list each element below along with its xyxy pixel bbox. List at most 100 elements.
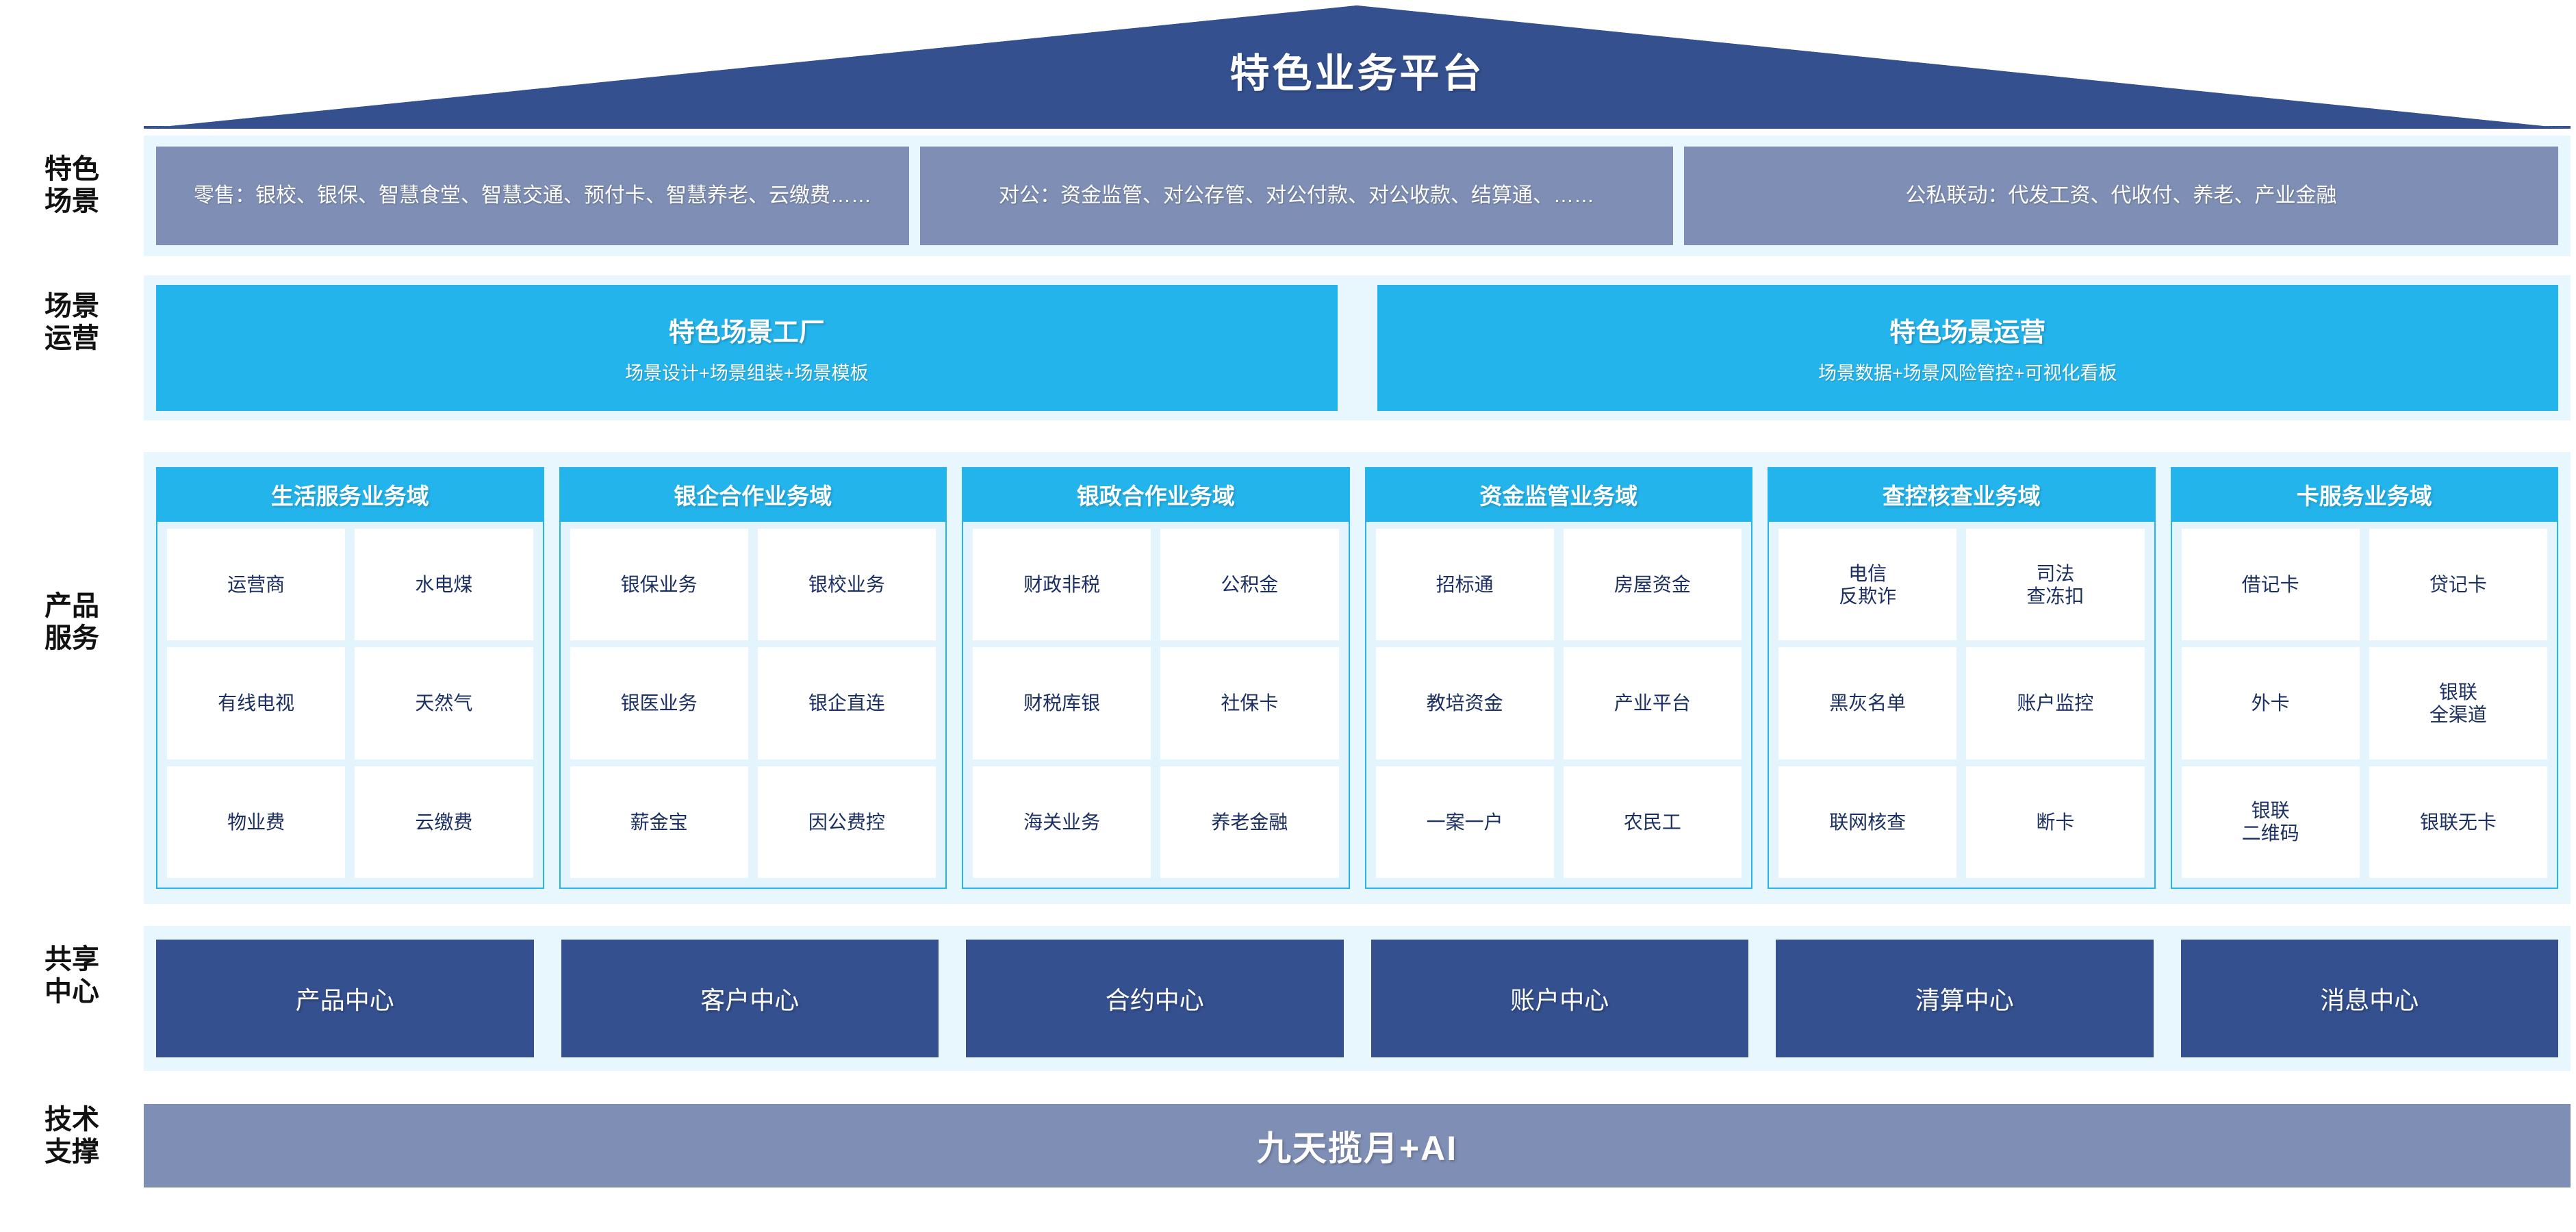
domain-chip-row: 银医业务银企直连 (570, 647, 936, 759)
domain-chip[interactable]: 银保业务 (570, 529, 748, 641)
domain-title: 生活服务业务域 (157, 468, 543, 522)
domain-column: 资金监管业务域招标通房屋资金教培资金产业平台一案一户农民工 (1364, 467, 1752, 889)
rail-line: 支撑 (44, 1137, 99, 1168)
rail-label-shared: 共享 中心 (0, 944, 144, 1008)
domain-chip[interactable]: 招标通 (1375, 529, 1554, 641)
domain-chip-row: 物业费云缴费 (167, 766, 533, 878)
domain-chip-row: 一案一户农民工 (1375, 766, 1742, 878)
rail-line: 运营 (44, 323, 99, 354)
domain-chip-row: 运营商水电煤 (167, 529, 533, 641)
domain-chip[interactable]: 贷记卡 (2369, 529, 2547, 641)
operation-box-scenario-factory[interactable]: 特色场景工厂 场景设计+场景组装+场景模板 (156, 285, 1338, 411)
shared-center-box[interactable]: 清算中心 (1776, 940, 2154, 1057)
operation-title: 特色场景运营 (1889, 318, 2046, 347)
scenario-box-retail[interactable]: 零售：银校、银保、智慧食堂、智慧交通、预付卡、智慧养老、云缴费…… (156, 147, 909, 245)
rail-line: 技术 (44, 1105, 99, 1135)
domain-chip-row: 银联 二维码银联无卡 (2181, 766, 2547, 878)
domain-chip[interactable]: 天然气 (355, 647, 533, 759)
domain-chip[interactable]: 银联 全渠道 (2369, 647, 2547, 759)
domain-chip-grid: 电信 反欺诈司法 查冻扣黑灰名单账户监控联网核查断卡 (1769, 522, 2154, 888)
domain-title: 卡服务业务域 (2171, 468, 2557, 522)
domain-chip-row: 教培资金产业平台 (1375, 647, 1742, 759)
domain-chip[interactable]: 薪金宝 (570, 766, 748, 878)
domain-chip[interactable]: 社保卡 (1160, 647, 1339, 759)
domain-chip[interactable]: 教培资金 (1375, 647, 1554, 759)
shared-center-box[interactable]: 产品中心 (156, 940, 534, 1057)
rail-line: 场景 (44, 291, 99, 321)
domain-column: 银政合作业务域财政非税公积金财税库银社保卡海关业务养老金融 (962, 467, 1350, 889)
roof-shape-icon (144, 5, 2571, 129)
scenario-box-corporate[interactable]: 对公：资金监管、对公存管、对公付款、对公收款、结算通、…… (920, 147, 1673, 245)
domain-chip[interactable]: 断卡 (1966, 766, 2145, 878)
rail-line: 共享 (44, 944, 99, 975)
domain-chip[interactable]: 账户监控 (1966, 647, 2145, 759)
shared-center-band: 产品中心客户中心合约中心账户中心清算中心消息中心 (144, 926, 2571, 1071)
domain-chip[interactable]: 有线电视 (167, 647, 346, 759)
operation-band: 特色场景工厂 场景设计+场景组装+场景模板 特色场景运营 场景数据+场景风险管控… (144, 275, 2571, 420)
domain-chip[interactable]: 财税库银 (973, 647, 1151, 759)
domain-chip[interactable]: 黑灰名单 (1778, 647, 1957, 759)
domain-chip-grid: 借记卡贷记卡外卡银联 全渠道银联 二维码银联无卡 (2172, 522, 2558, 888)
domain-title: 银企合作业务域 (560, 468, 945, 522)
rail-line: 特色 (44, 154, 99, 184)
domain-column: 生活服务业务域运营商水电煤有线电视天然气物业费云缴费 (156, 467, 544, 889)
domain-chip[interactable]: 银联 二维码 (2181, 766, 2360, 878)
domain-chip-row: 财政非税公积金 (973, 529, 1339, 641)
domain-chip-row: 电信 反欺诈司法 查冻扣 (1778, 529, 2145, 641)
rail-label-operation: 场景 运营 (0, 290, 144, 355)
domain-chip[interactable]: 公积金 (1160, 529, 1339, 641)
rail-line: 中心 (44, 977, 99, 1007)
rail-line: 服务 (44, 623, 99, 654)
domain-chip[interactable]: 产业平台 (1563, 647, 1742, 759)
domain-chip-row: 财税库银社保卡 (973, 647, 1339, 759)
page-title: 特色业务平台 (1229, 51, 1485, 96)
operation-box-scenario-operation[interactable]: 特色场景运营 场景数据+场景风险管控+可视化看板 (1377, 285, 2558, 411)
domain-chip-row: 薪金宝因公费控 (570, 766, 936, 878)
shared-center-box[interactable]: 客户中心 (561, 940, 939, 1057)
domain-chip-row: 借记卡贷记卡 (2181, 529, 2547, 641)
domain-chip[interactable]: 云缴费 (355, 766, 533, 878)
scenario-box-linkage[interactable]: 公私联动：代发工资、代收付、养老、产业金融 (1684, 147, 2558, 245)
shared-center-box[interactable]: 合约中心 (966, 940, 1344, 1057)
domain-chip[interactable]: 银医业务 (570, 647, 748, 759)
domain-chip[interactable]: 外卡 (2181, 647, 2360, 759)
domain-chip[interactable]: 运营商 (167, 529, 346, 641)
domain-chip[interactable]: 农民工 (1563, 766, 1742, 878)
shared-center-box[interactable]: 账户中心 (1370, 940, 1748, 1057)
domain-chip[interactable]: 银企直连 (757, 647, 936, 759)
domain-column: 卡服务业务域借记卡贷记卡外卡银联 全渠道银联 二维码银联无卡 (2170, 467, 2558, 889)
rail-label-product: 产品 服务 (0, 590, 144, 655)
rail-line: 场景 (44, 186, 99, 217)
domain-chip[interactable]: 一案一户 (1375, 766, 1554, 878)
rail-label-scenario: 特色 场景 (0, 153, 144, 218)
domain-chip[interactable]: 借记卡 (2181, 529, 2360, 641)
domain-chip-grid: 银保业务银校业务银医业务银企直连薪金宝因公费控 (561, 522, 946, 888)
domain-chip[interactable]: 房屋资金 (1563, 529, 1742, 641)
domain-column: 银企合作业务域银保业务银校业务银医业务银企直连薪金宝因公费控 (559, 467, 947, 889)
operation-title: 特色场景工厂 (668, 318, 825, 347)
tech-support-bar[interactable]: 九天揽月+AI (144, 1104, 2571, 1187)
domain-chip[interactable]: 因公费控 (757, 766, 936, 878)
domain-chip[interactable]: 银校业务 (757, 529, 936, 641)
domain-chip[interactable]: 海关业务 (973, 766, 1151, 878)
domain-title: 资金监管业务域 (1366, 468, 1751, 522)
domain-chip[interactable]: 财政非税 (973, 529, 1151, 641)
platform-header: 特色业务平台 (144, 5, 2571, 129)
operation-subtitle: 场景数据+场景风险管控+可视化看板 (1818, 363, 2117, 384)
domain-chip[interactable]: 养老金融 (1160, 766, 1339, 878)
domain-column: 查控核查业务域电信 反欺诈司法 查冻扣黑灰名单账户监控联网核查断卡 (1768, 467, 2156, 889)
domain-chip[interactable]: 司法 查冻扣 (1966, 529, 2145, 641)
domain-chip-row: 联网核查断卡 (1778, 766, 2145, 878)
domain-chip-row: 有线电视天然气 (167, 647, 533, 759)
shared-center-box[interactable]: 消息中心 (2180, 940, 2558, 1057)
domain-chip[interactable]: 电信 反欺诈 (1778, 529, 1957, 641)
domain-chip-row: 外卡银联 全渠道 (2181, 647, 2547, 759)
domain-chip[interactable]: 联网核查 (1778, 766, 1957, 878)
domain-chip[interactable]: 物业费 (167, 766, 346, 878)
domain-chip[interactable]: 银联无卡 (2369, 766, 2547, 878)
domain-chip[interactable]: 水电煤 (355, 529, 533, 641)
rail-line: 产品 (44, 591, 99, 621)
domain-chip-grid: 运营商水电煤有线电视天然气物业费云缴费 (157, 522, 543, 888)
scenario-band: 零售：银校、银保、智慧食堂、智慧交通、预付卡、智慧养老、云缴费…… 对公：资金监… (144, 136, 2571, 256)
domain-chip-grid: 财政非税公积金财税库银社保卡海关业务养老金融 (963, 522, 1349, 888)
